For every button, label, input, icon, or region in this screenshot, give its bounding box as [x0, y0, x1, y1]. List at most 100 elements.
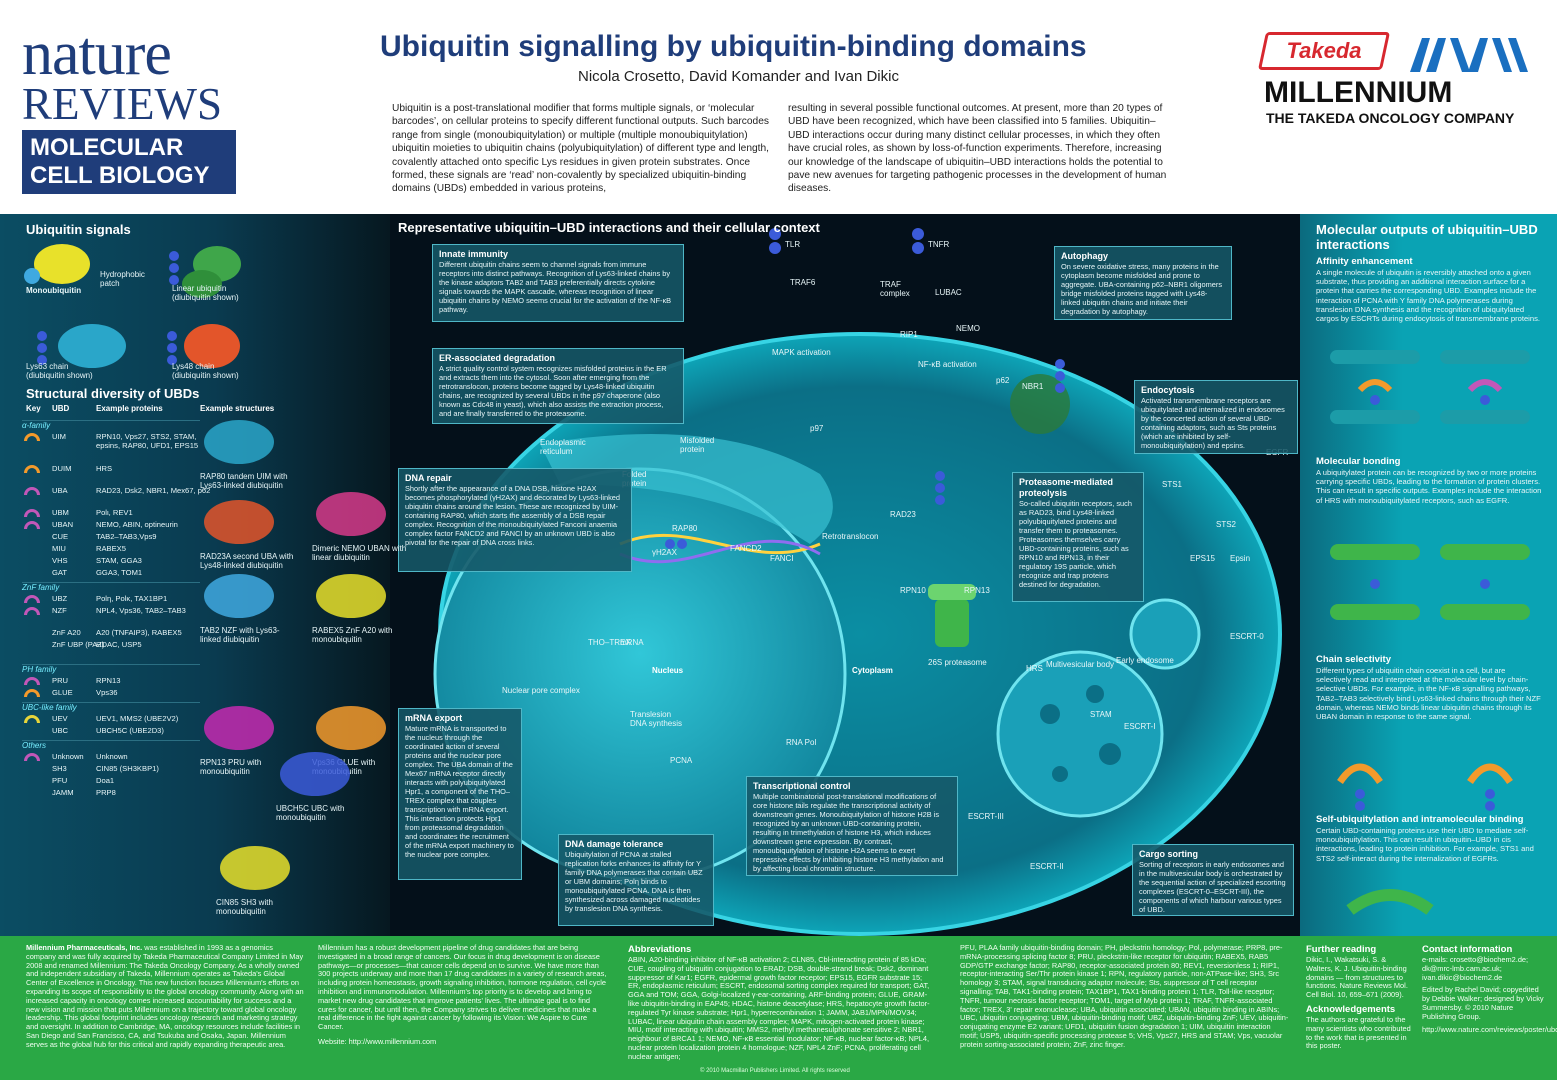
label-p97: p97 [810, 424, 824, 433]
ubd-name: GAT [52, 568, 68, 577]
label-26s-proteasome: 26S proteasome [928, 658, 987, 667]
label-epsin: Epsin [1230, 554, 1251, 563]
ubd-row: VHS STAM, GGA3 [22, 556, 200, 568]
logo-reviews: REVIEWS [22, 79, 222, 129]
receptor-chains [665, 228, 1065, 549]
label-nemo: NEMO [956, 324, 980, 333]
structure-caption: RAP80 tandem UIM with Lys63-linked diubi… [200, 472, 288, 490]
label-mrna: mRNA [620, 638, 644, 647]
ubd-name: ZnF UBP (PAZ) [52, 640, 105, 649]
ubd-key-icon [24, 689, 40, 697]
footer-contact: Contact information e-mails: crosetto@bi… [1422, 944, 1557, 1034]
footer-poster-url[interactable]: http://www.nature.com/reviews/poster/ubd… [1422, 1024, 1557, 1034]
ubd-example-proteins: Polι, REV1 [96, 508, 133, 517]
box-mrna-export-text: Mature mRNA is transported to the nucleu… [405, 724, 514, 859]
proteasome-26s [928, 584, 976, 647]
box-endocytosis-title: Endocytosis [1141, 385, 1195, 395]
center-title: Representative ubiquitin–UBD interaction… [398, 220, 820, 235]
ubd-row: UBAN NEMO, ABIN, optineurin [22, 520, 200, 532]
label-fanci: FANCI [770, 554, 794, 563]
lys48-chain-structure [167, 324, 240, 368]
footer-further-reading-title: Further reading [1306, 944, 1377, 955]
millennium-wordmark: MILLENNIUM [1264, 76, 1453, 109]
label-p62: p62 [996, 376, 1010, 385]
affinity-enhancement-diagram [1330, 350, 1530, 424]
box-autophagy-title: Autophagy [1061, 251, 1108, 261]
ubd-name: PRU [52, 676, 69, 685]
label-lys63-chain: Lys63 chain (diubiquitin shown) [26, 362, 93, 380]
label-tlr: TLR [785, 240, 801, 249]
ubd-family-heading: Others [22, 740, 200, 752]
poster-main-panel: Representative ubiquitin–UBD interaction… [0, 214, 1557, 936]
ubd-name: VHS [52, 556, 68, 565]
ubd-family-heading: PH family [22, 664, 200, 676]
ubd-key-icon [24, 753, 40, 761]
ubd-example-proteins: STAM, GGA3 [96, 556, 142, 565]
box-dna-repair-text: Shortly after the appearance of a DNA DS… [405, 484, 620, 547]
ubd-key-icon [24, 521, 40, 529]
journal-logo[interactable]: nature REVIEWS MOLECULAR CELL BIOLOGY [22, 23, 242, 194]
ubd-name: UIM [52, 432, 66, 441]
box-proteasome-proteolysis: Proteasome-mediated proteolysis So-calle… [1012, 472, 1144, 602]
ubd-table-header: Key UBD Example proteins Example structu… [22, 404, 274, 418]
footer-abbreviations-text-1: ABIN, A20-binding inhibitor of NF-κB act… [628, 955, 930, 1061]
early-endosome [1129, 598, 1201, 670]
footer-further-reading: Further reading Dikic, I., Wakatsuki, S.… [1306, 944, 1412, 1051]
er-membrane [540, 434, 833, 544]
footer-contact-emails[interactable]: e-mails: crosetto@biochem2.de; dk@mrc-lm… [1422, 955, 1529, 982]
box-proteasome-proteolysis-title: Proteasome-mediated proteolysis [1019, 477, 1114, 498]
label-linear-ubiquitin: Linear ubiquitin (diubiquitin shown) [172, 284, 239, 302]
structure-model [220, 846, 290, 890]
self-ubiquitylation-text: Certain UBD-containing proteins use thei… [1316, 826, 1534, 863]
molecular-bonding-diagram [1330, 544, 1530, 620]
label-rpn13: RPN13 [964, 586, 990, 595]
ubd-example-proteins: HDAC, USP5 [96, 640, 142, 649]
structure-caption: Dimeric NEMO UBAN with linear diubiquiti… [312, 544, 407, 562]
label-tho-trex: THO–TREX [588, 638, 631, 647]
ubd-name: DUIM [52, 464, 72, 473]
ubd-example-proteins: NEMO, ABIN, optineurin [96, 520, 178, 529]
label-early-endosome: Early endosome [1116, 656, 1174, 665]
affinity-enhancement-text: A single molecule of ubiquitin is revers… [1316, 268, 1540, 324]
label-gh2ax: γH2AX [652, 548, 677, 557]
box-cargo-sorting-title: Cargo sorting [1139, 849, 1199, 859]
ubd-name: UBAN [52, 520, 74, 529]
label-escrt-2: ESCRT-II [1030, 862, 1064, 871]
ubd-name: JAMM [52, 788, 74, 797]
mvb-vesicle [1052, 766, 1068, 782]
footer-abbreviations-title: Abbreviations [628, 944, 692, 955]
poster-footer: Millennium Pharmaceuticals, Inc. was est… [0, 936, 1557, 1080]
ubd-name: Unknown [52, 752, 84, 761]
ubd-example-proteins: RPN13 [96, 676, 121, 685]
label-er: Endoplasmic reticulum [540, 438, 586, 456]
footer-website[interactable]: Website: http://www.millennium.com [318, 1036, 437, 1046]
ubd-example-proteins: UBCH5C (UBE2D3) [96, 726, 164, 735]
label-escrt-1: ESCRT-I [1124, 722, 1156, 731]
structure-model [204, 420, 274, 464]
structure-model [316, 574, 386, 618]
structure-model [280, 752, 350, 796]
chain-selectivity-diagram [1337, 763, 1513, 811]
self-ubiquitylation: Self-ubiquitylation and intramolecular b… [1316, 814, 1542, 863]
label-translesion: Translesion DNA synthesis [630, 710, 683, 728]
structure-caption: CIN85 SH3 with monoubiquitin [216, 898, 273, 916]
structure-caption: RABEX5 ZnF A20 with monoubiquitin [312, 626, 393, 644]
multivesicular-body [996, 650, 1164, 818]
chain-selectivity: Chain selectivity Different types of ubi… [1316, 654, 1542, 721]
box-innate-immunity: Innate immunity Different ubiquitin chai… [432, 244, 684, 322]
box-dna-damage-tolerance-text: Ubiquitylation of PCNA at stalled replic… [565, 850, 703, 913]
ubd-key-icon [24, 465, 40, 473]
footer-acknowledgements-title: Acknowledgements [1306, 1003, 1396, 1015]
label-rad23: RAD23 [890, 510, 916, 519]
box-dna-repair: DNA repair Shortly after the appearance … [398, 468, 632, 572]
